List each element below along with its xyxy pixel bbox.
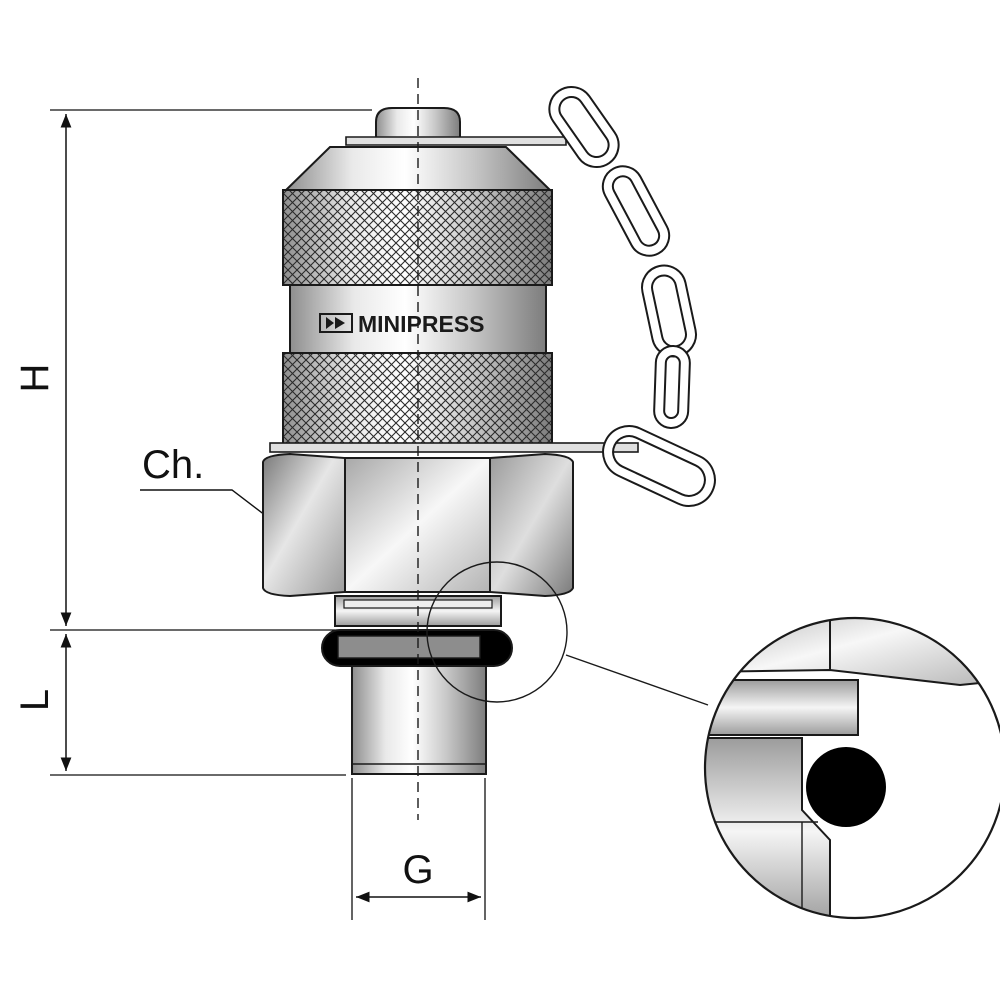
dimension-g: G [351,778,486,920]
chain-ring-bottom [269,442,639,453]
thread-shank [351,665,487,775]
chain-link [602,425,716,507]
cap-dome [375,107,461,139]
seal-core [337,635,481,659]
hex-size-label: Ch. [142,443,204,487]
safety-chain [548,85,716,507]
chain-link [548,85,620,169]
l-label: L [13,689,57,711]
seal-detail-callout [426,561,1000,920]
detail-leader-line [565,654,709,706]
coupling-body [262,107,639,775]
h-label: H [13,364,57,393]
detail-frame [703,616,1000,920]
hex-face-left [262,452,346,598]
brand-marking: MINIPRESS [319,311,485,337]
brand-name: MINIPRESS [358,311,485,337]
g-label: G [402,848,433,892]
hex-size-callout: Ch. [140,443,304,545]
chain-link [641,264,697,358]
chain-ring-top [345,136,567,146]
detail-marker-circle [426,561,568,703]
brand-logo-icon [319,313,353,333]
detail-seal-section [806,747,886,827]
hex-face-right [489,452,574,598]
chain-link [601,165,671,257]
chain-link [653,345,691,429]
detail-magnified-view [705,618,1000,918]
dimension-h: H [13,109,372,631]
dimension-l: L [13,634,346,776]
